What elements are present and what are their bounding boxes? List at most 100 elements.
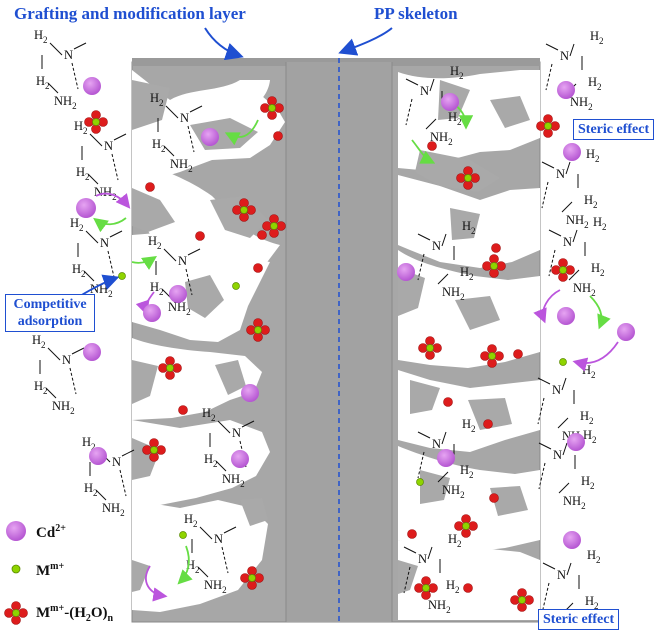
svg-text:H2: H2 xyxy=(446,578,460,595)
water-ion xyxy=(491,243,501,253)
svg-text:N: N xyxy=(432,437,441,451)
svg-text:H2: H2 xyxy=(581,474,595,491)
cd-ion xyxy=(557,307,575,325)
svg-text:NH2: NH2 xyxy=(54,94,77,111)
water-ion xyxy=(253,263,263,273)
svg-text:N: N xyxy=(556,167,565,181)
svg-text:H2: H2 xyxy=(204,452,218,469)
svg-text:H2: H2 xyxy=(34,28,48,45)
svg-text:H2: H2 xyxy=(580,409,594,426)
svg-text:H2: H2 xyxy=(70,216,84,233)
svg-text:H2: H2 xyxy=(150,91,164,108)
steric-effect-label-bottom: Steric effect xyxy=(538,609,620,630)
svg-text:N: N xyxy=(232,426,241,440)
svg-text:N: N xyxy=(214,532,223,546)
svg-text:N: N xyxy=(64,48,73,62)
svg-text:H2: H2 xyxy=(583,428,597,445)
svg-text:H2: H2 xyxy=(186,558,200,575)
hydrated-metal-ion xyxy=(482,254,506,278)
hydrated-metal-ion xyxy=(454,514,478,538)
svg-text:H2: H2 xyxy=(586,147,600,164)
exchange-arrow xyxy=(177,545,193,585)
hydrated-metal-ion xyxy=(260,96,284,120)
cd-ion xyxy=(241,384,259,402)
svg-text:H2: H2 xyxy=(202,406,216,423)
right-skeleton-fragments xyxy=(398,80,530,594)
hydrated-metal-ion xyxy=(84,110,108,134)
cd-ion xyxy=(89,447,107,465)
left-skeleton-fragments xyxy=(132,80,268,592)
pp-skeleton-title: PP skeleton xyxy=(374,4,458,23)
svg-text:H2: H2 xyxy=(34,379,48,396)
svg-text:H2: H2 xyxy=(82,435,96,452)
svg-text:N: N xyxy=(552,383,561,397)
svg-text:N: N xyxy=(557,568,566,582)
svg-text:H2: H2 xyxy=(584,193,598,210)
exchange-arrow xyxy=(145,565,168,602)
hydrated-metal-ion xyxy=(551,258,575,282)
svg-text:NH2: NH2 xyxy=(168,300,191,317)
svg-text:N: N xyxy=(104,139,113,153)
metal-ion xyxy=(179,531,187,539)
hydrated-metal-ion xyxy=(240,566,264,590)
svg-text:H2: H2 xyxy=(591,261,605,278)
svg-text:H2: H2 xyxy=(585,594,599,611)
svg-text:H2: H2 xyxy=(150,280,164,297)
svg-text:H2: H2 xyxy=(32,333,46,350)
exchange-arrow xyxy=(95,192,131,209)
svg-text:N: N xyxy=(178,254,187,268)
cd-ion xyxy=(563,143,581,161)
hydrated-metal-ion xyxy=(414,576,438,600)
svg-text:NH2: NH2 xyxy=(222,472,245,489)
hydrated-metal-ion xyxy=(232,198,256,222)
hydrated-metal-ion xyxy=(418,336,442,360)
water-ion xyxy=(273,131,283,141)
svg-text:H2: H2 xyxy=(460,463,474,480)
svg-text:NH2: NH2 xyxy=(442,483,465,500)
svg-text:N: N xyxy=(112,455,121,469)
legend: Cd2+ Mm+ Mm+-(H2O)n xyxy=(4,521,114,625)
metal-ion-icon xyxy=(11,564,21,574)
water-ion xyxy=(427,141,437,151)
svg-text:NH2: NH2 xyxy=(102,501,125,518)
svg-text:NH2: NH2 xyxy=(442,285,465,302)
svg-text:NH2: NH2 xyxy=(566,213,589,230)
water-ion xyxy=(178,405,188,415)
svg-text:H2: H2 xyxy=(582,363,596,380)
cd-ion xyxy=(83,77,101,95)
svg-text:H2: H2 xyxy=(450,64,464,81)
svg-text:H2: H2 xyxy=(74,119,88,136)
svg-text:N: N xyxy=(563,235,572,249)
hydrated-metal-ion xyxy=(262,214,286,238)
svg-text:NH2: NH2 xyxy=(573,281,596,298)
hydrated-metal-ion xyxy=(456,166,480,190)
svg-text:NH2: NH2 xyxy=(570,95,593,112)
svg-text:NH2: NH2 xyxy=(563,494,586,511)
water-ion xyxy=(407,529,417,539)
hydrated-metal-ion xyxy=(4,601,28,625)
metal-ion xyxy=(416,478,424,486)
svg-text:H2: H2 xyxy=(448,532,462,549)
cd-ion xyxy=(441,93,459,111)
metal-ions xyxy=(76,77,635,612)
cd-ion xyxy=(437,449,455,467)
hydrated-metal-ion xyxy=(142,438,166,462)
metal-ion xyxy=(559,358,567,366)
svg-text:Mm+-(H2O)n: Mm+-(H2O)n xyxy=(36,603,114,624)
cd-ion xyxy=(617,323,635,341)
hydrated-metal-ion xyxy=(510,588,534,612)
water-ion xyxy=(489,493,499,503)
svg-text:H2: H2 xyxy=(36,74,50,91)
svg-text:NH2: NH2 xyxy=(430,130,453,147)
